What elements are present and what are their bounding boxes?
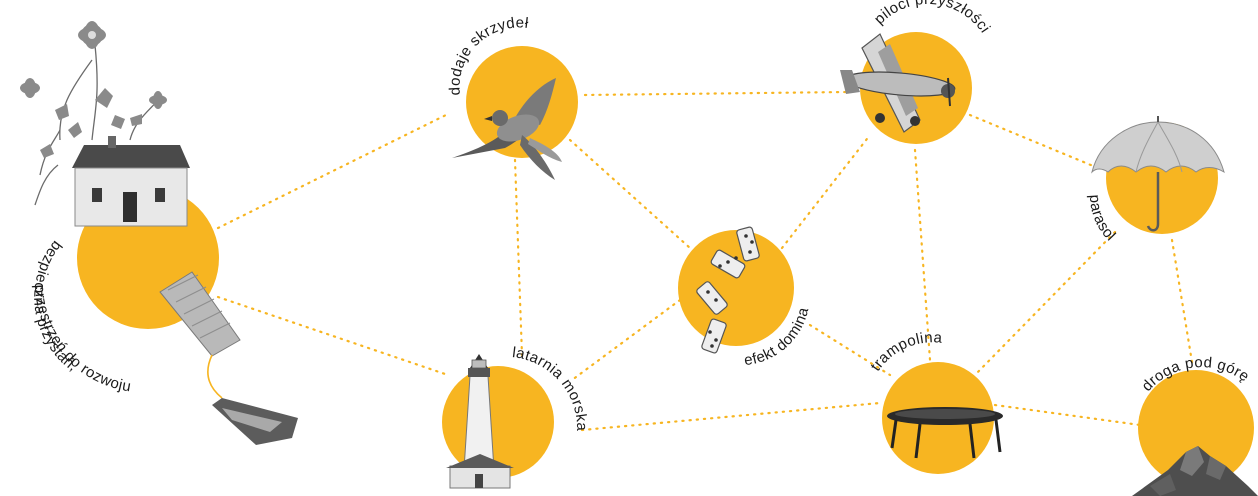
node-trampoline: trampolina xyxy=(867,329,1003,474)
edge-wings-pilots xyxy=(585,92,848,95)
edge-umbrella-trampoline xyxy=(975,232,1115,375)
edge-lighthouse-trampoline xyxy=(582,403,880,430)
edge-wings-domino xyxy=(570,140,690,248)
node-circle xyxy=(442,366,554,478)
node-lighthouse: latarnia morska xyxy=(442,344,590,488)
edge-haven-wings xyxy=(218,114,448,228)
node-wings: dodaje skrzydeł xyxy=(446,14,578,180)
node-uphill: droga pod górę xyxy=(1132,354,1258,496)
edge-wings-lighthouse xyxy=(515,160,522,355)
node-haven: bezpieczna przystań, przestrzeń do rozwo… xyxy=(20,19,298,445)
edge-domino-lighthouse xyxy=(572,300,680,380)
edge-umbrella-uphill xyxy=(1172,240,1192,362)
edge-trampoline-uphill xyxy=(995,405,1140,425)
node-domino: efekt domina xyxy=(678,226,812,369)
node-circle xyxy=(678,230,794,346)
node-label: piloci przyszłości xyxy=(871,0,994,36)
edge-domino-pilots xyxy=(782,135,870,248)
edge-pilots-trampoline xyxy=(915,150,930,360)
edge-pilots-umbrella xyxy=(970,115,1098,168)
node-pilots: piloci przyszłości xyxy=(840,0,994,144)
edge-haven-lighthouse xyxy=(218,297,448,375)
node-umbrella: parasol xyxy=(1086,116,1224,245)
